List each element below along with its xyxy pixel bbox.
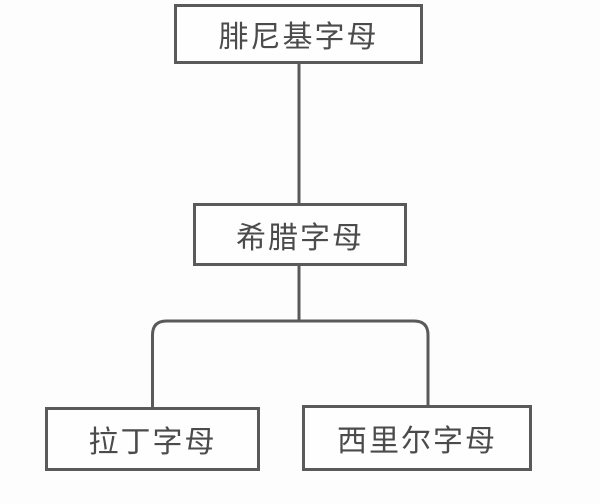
node-phoenician-alphabet: 腓尼基字母 xyxy=(174,4,423,64)
node-cyrillic-alphabet: 西里尔字母 xyxy=(302,405,532,471)
edge-branch-latin-cyrillic xyxy=(151,319,430,408)
node-latin-label: 拉丁字母 xyxy=(88,425,217,460)
node-latin-alphabet: 拉丁字母 xyxy=(45,407,260,471)
node-greek-alphabet: 希腊字母 xyxy=(193,203,407,266)
node-phoenician-label: 腓尼基字母 xyxy=(218,20,379,55)
node-greek-label: 希腊字母 xyxy=(236,220,364,256)
node-cyrillic-label: 西里尔字母 xyxy=(337,424,497,459)
